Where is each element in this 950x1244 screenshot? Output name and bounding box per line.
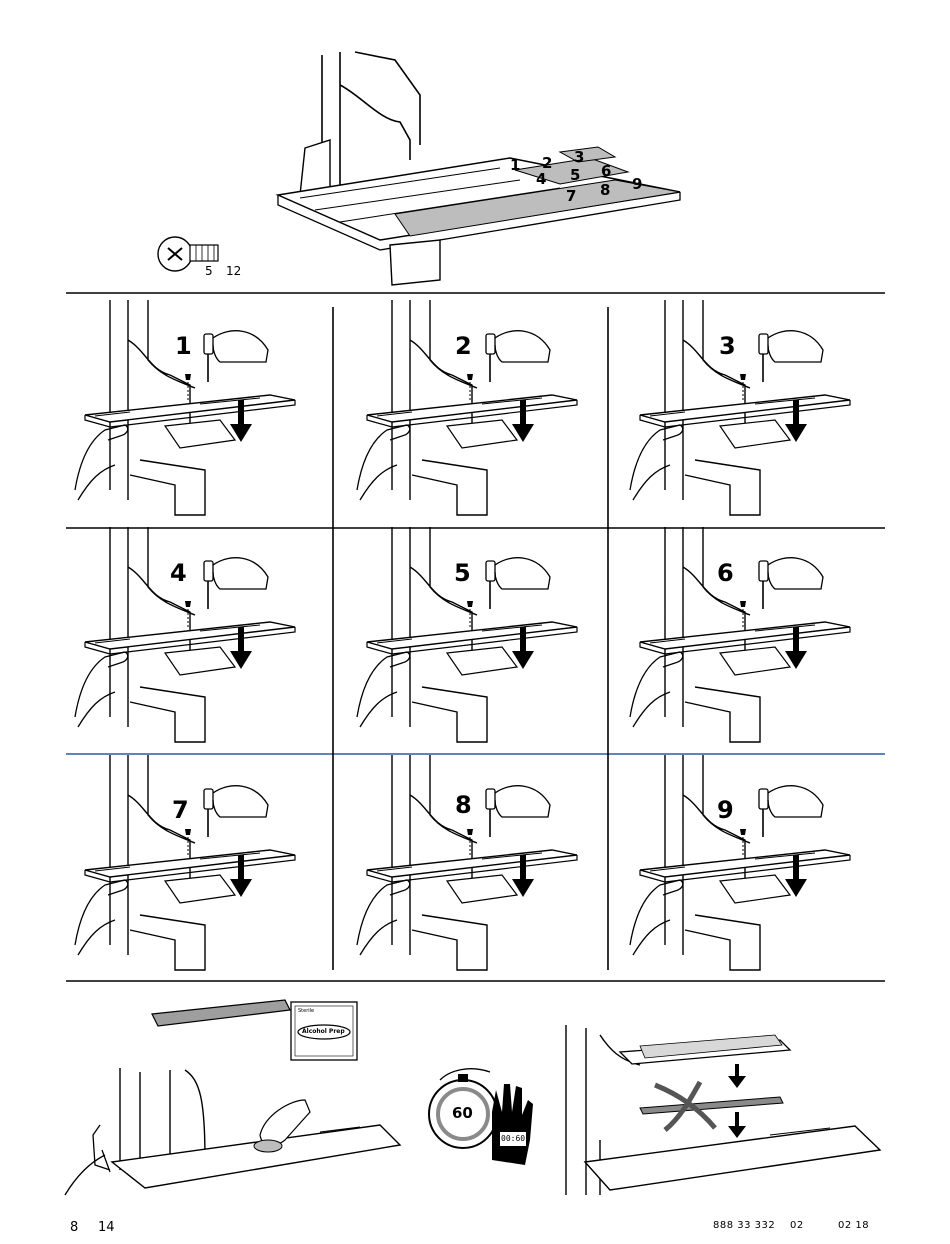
zone-label-1: 1 <box>510 156 520 174</box>
keyboard-mount-illustration <box>566 1025 880 1195</box>
page-total: 14 <box>98 1220 115 1235</box>
step-8-illustration <box>357 755 577 970</box>
revision-date: 02 18 <box>838 1220 869 1231</box>
page-number: 8 <box>70 1220 78 1235</box>
zone-label-4: 4 <box>536 170 546 188</box>
step-number-2: 2 <box>455 332 472 360</box>
step-number-3: 3 <box>719 332 736 360</box>
revision: 02 <box>790 1220 804 1231</box>
screw-count: 5 <box>205 264 213 278</box>
zone-label-5: 5 <box>570 166 580 184</box>
step-number-7: 7 <box>172 796 189 824</box>
step-number-5: 5 <box>454 559 471 587</box>
step-9-illustration <box>630 755 850 970</box>
step-number-4: 4 <box>170 559 187 587</box>
wipe-platform-illustration <box>65 1068 400 1195</box>
stop-hand-icon <box>492 1084 533 1165</box>
zone-label-8: 8 <box>600 181 610 199</box>
step-number-1: 1 <box>175 332 192 360</box>
screw-size: 12 <box>226 264 241 278</box>
step-number-6: 6 <box>717 559 734 587</box>
timer-value: 60 <box>452 1104 473 1122</box>
zone-label-9: 9 <box>632 175 642 193</box>
zone-label-6: 6 <box>601 162 611 180</box>
step-number-9: 9 <box>717 796 734 824</box>
zone-label-7: 7 <box>566 187 576 205</box>
wipe-brand: Sterile <box>298 1008 314 1014</box>
step-6-illustration <box>630 527 850 742</box>
doc-number: 888 33 332 <box>713 1220 775 1231</box>
step-number-8: 8 <box>455 791 472 819</box>
step-7-illustration <box>75 755 295 970</box>
wipe-label: Alcohol Prep <box>302 1028 345 1035</box>
step-3-illustration <box>630 300 850 515</box>
zone-label-3: 3 <box>574 148 584 166</box>
timer-display: 00:60 <box>501 1134 525 1143</box>
adhesive-strip <box>152 1000 290 1026</box>
